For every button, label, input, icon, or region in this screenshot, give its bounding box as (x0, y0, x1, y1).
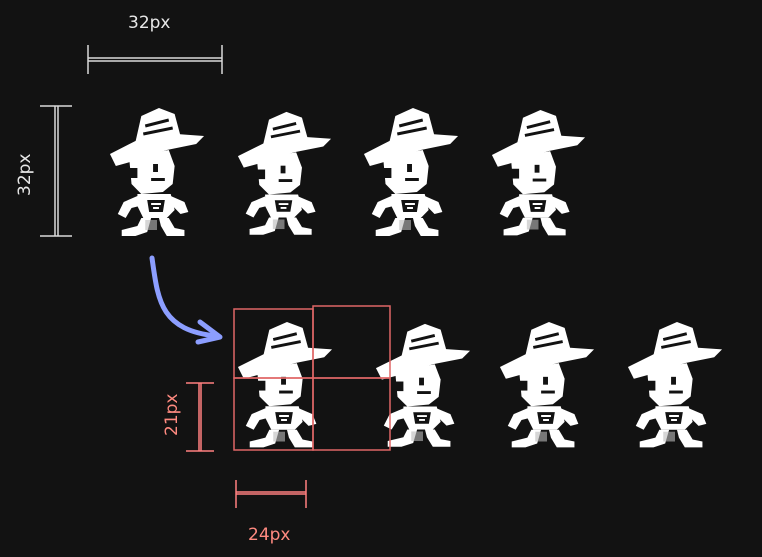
bottom-width-dimension (235, 480, 307, 508)
top-height-dimension (40, 105, 72, 237)
top-height-label: 32px (15, 154, 35, 196)
transition-arrow (149, 255, 223, 345)
bottom-width-label: 24px (248, 525, 290, 545)
top-sprite-4 (490, 108, 587, 237)
bottom-sprite-4 (626, 320, 724, 449)
bottom-sprite-1 (236, 320, 334, 449)
bottom-height-label: 21px (162, 394, 182, 436)
tile-grid (233, 305, 391, 451)
tile-bottom-right (312, 377, 391, 451)
top-width-dimension (87, 45, 223, 74)
top-width-label: 32px (128, 13, 170, 33)
bottom-height-dimension (186, 382, 214, 452)
top-sprite-1 (108, 106, 206, 238)
top-sprite-2 (236, 110, 333, 237)
top-sprite-3 (362, 106, 460, 238)
bottom-sprite-3 (498, 320, 596, 449)
